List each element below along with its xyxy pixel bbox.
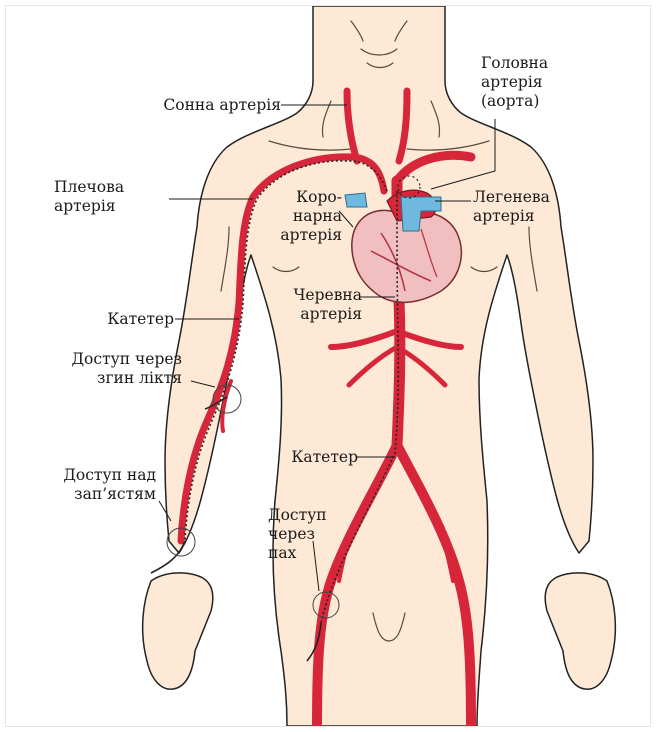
wrist-label-line2: зап’ястям: [26, 485, 156, 504]
pulmonary-label-line2: артерія: [473, 207, 583, 226]
aorta-label: Головна артерія (аорта): [481, 54, 601, 111]
brachial-label-line2: артерія: [54, 197, 174, 216]
catheter-body-text: Катетер: [291, 448, 358, 466]
coronary-label-line3: артерія: [254, 226, 342, 245]
groin-access-label: Доступ через пах: [268, 506, 348, 563]
pulmonary-artery-label: Легенева артерія: [473, 188, 583, 226]
elbow-access-label: Доступ через згин ліктя: [26, 350, 182, 388]
elbow-label-line2: згин ліктя: [26, 369, 182, 388]
illustration-frame: Сонна артерія Головна артерія (аорта) Пл…: [5, 5, 651, 727]
aorta-label-line1: Головна: [481, 54, 601, 73]
brachial-artery-label: Плечова артерія: [54, 178, 174, 216]
catheter-arm-text: Катетер: [107, 310, 174, 328]
aorta-label-line3: (аорта): [481, 92, 601, 111]
coronary-label-line1: Коро-: [254, 188, 342, 207]
groin-label-line1: Доступ: [268, 506, 348, 525]
brachial-label-line1: Плечова: [54, 178, 174, 197]
catheter-arm-label: Катетер: [66, 310, 174, 329]
coronary-label-line2: нарна: [254, 207, 342, 226]
aorta-label-line2: артерія: [481, 73, 601, 92]
carotid-artery-text: Сонна артерія: [163, 96, 281, 114]
carotid-artery-label: Сонна артерія: [103, 96, 281, 115]
catheter-body-label: Катетер: [268, 448, 358, 467]
coronary-artery-label: Коро- нарна артерія: [254, 188, 342, 245]
celiac-label-line2: артерія: [264, 305, 362, 324]
groin-label-line3: пах: [268, 544, 348, 563]
groin-label-line2: через: [268, 525, 348, 544]
wrist-access-label: Доступ над зап’ястям: [26, 466, 156, 504]
wrist-label-line1: Доступ над: [26, 466, 156, 485]
pulmonary-label-line1: Легенева: [473, 188, 583, 207]
celiac-artery-label: Черевна артерія: [264, 286, 362, 324]
elbow-label-line1: Доступ через: [26, 350, 182, 369]
celiac-label-line1: Черевна: [264, 286, 362, 305]
